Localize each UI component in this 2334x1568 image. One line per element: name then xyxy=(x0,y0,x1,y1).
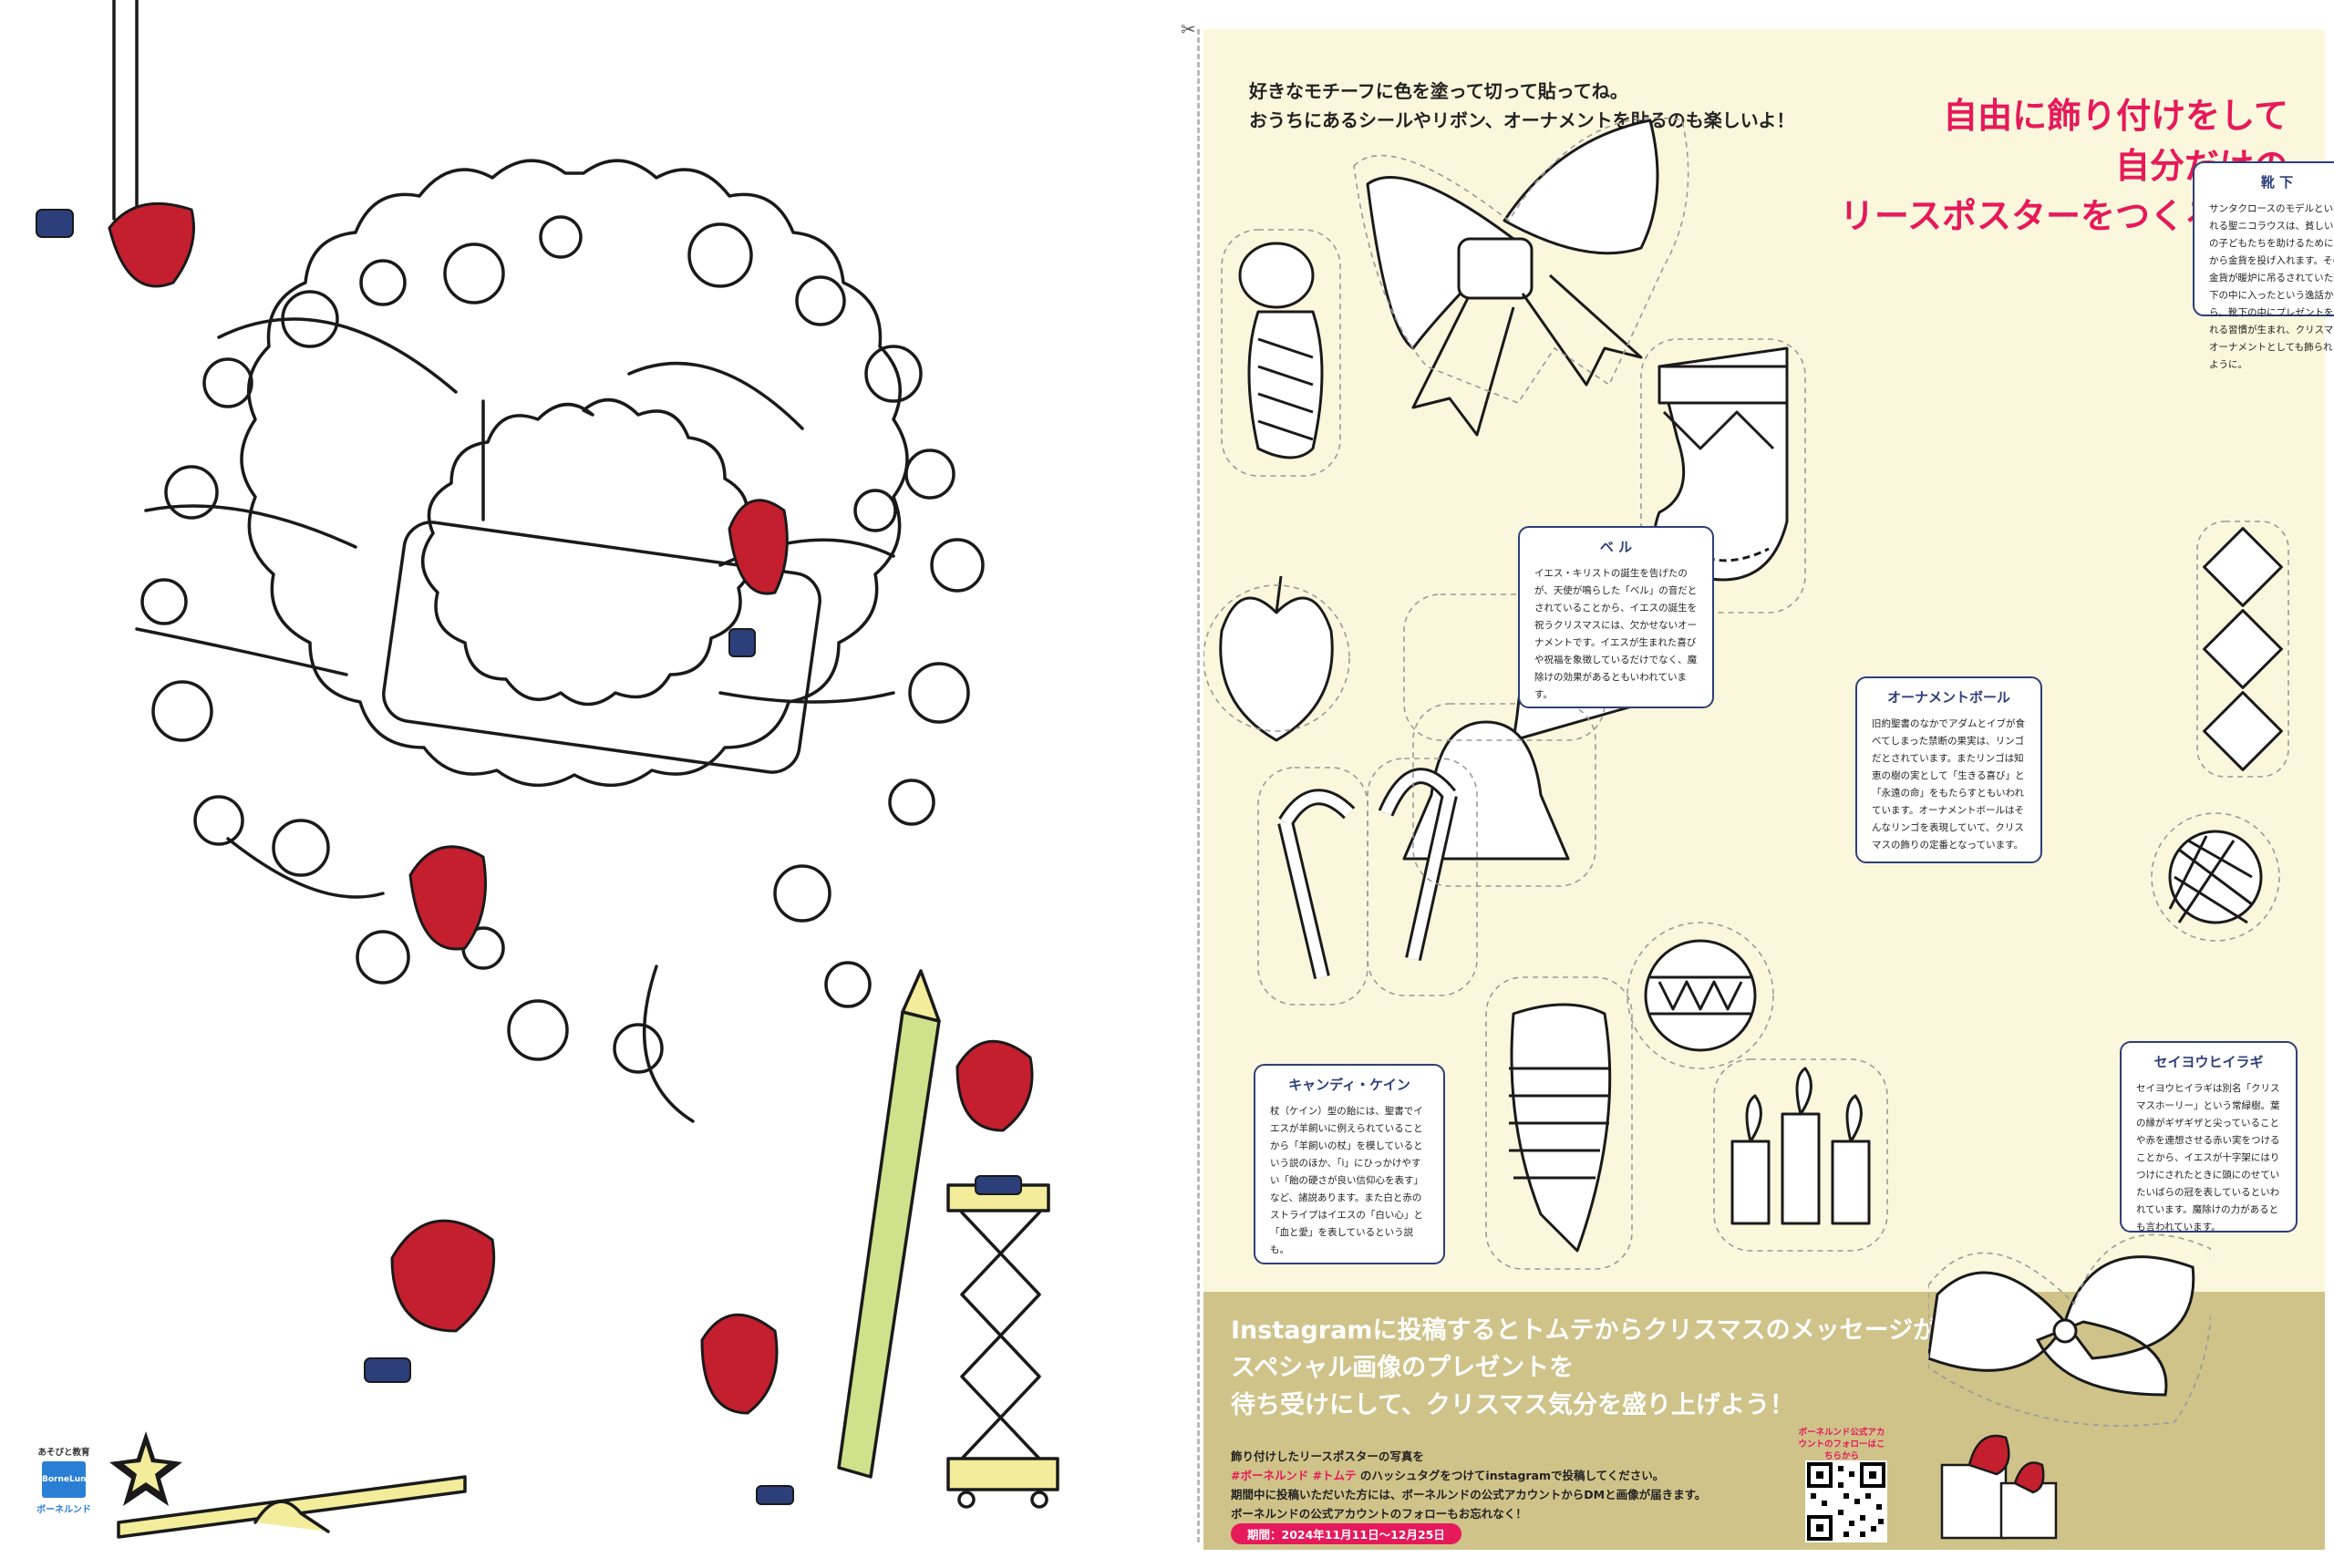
tomte-gift-illustration xyxy=(1940,1434,2058,1540)
holly-title: セイヨウヒイラギ xyxy=(2153,1054,2264,1070)
banner-line-3: 待ち受けにして、クリスマス気分を盛り上げよう！ xyxy=(1231,1391,1795,1419)
wreath-outer xyxy=(240,159,909,787)
stocking-info-bubble: 靴 下 サンタクロースのモデルといわれる聖ニコラウスは、貧しい家の子どもたちを助… xyxy=(2193,161,2334,370)
scissors-icon: ✂ xyxy=(1181,18,1196,40)
bell-text: イエス・キリストの誕生を告げたのが、天使が鳴らした「ベル」の音だとされていること… xyxy=(1534,568,1698,700)
stocking-text: サンタクロースのモデルといわれる聖ニコラウスは、貧しい家の子どもたちを助けるため… xyxy=(2209,203,2334,370)
candy-cane-title: キャンディ・ケイン xyxy=(1288,1077,1410,1093)
holly-info-bubble: セイヨウヒイラギ セイヨウヒイラギは別名「クリスマスホーリー」という常緑樹。葉の… xyxy=(2120,1041,2298,1233)
banner-body: 飾り付けしたリースポスターの写真を #ボーネルンド #トムテ のハッシュタグをつ… xyxy=(1231,1447,1706,1523)
banner-body-1: 飾り付けしたリースポスターの写真を xyxy=(1231,1449,1424,1463)
stocking-title: 靴 下 xyxy=(2260,174,2294,191)
candy-cane-icon xyxy=(1277,768,1458,980)
banner-body-4: ボーネルンドの公式アカウントのフォローもお忘れなく！ xyxy=(1231,1507,1527,1521)
fish-icon xyxy=(1509,1003,1612,1253)
qr-note: ボーネルンド公式アカウントのフォローはこちらから xyxy=(1798,1428,1885,1461)
hashtags: #ボーネルンド #トムテ xyxy=(1231,1469,1357,1482)
qr-code-icon[interactable] xyxy=(1805,1460,1887,1542)
stocking-icon xyxy=(1653,346,1789,582)
cutout-area: 好きなモチーフに色を塗って切って貼ってね。 おうちにあるシールやリボン、オーナメ… xyxy=(1203,29,2334,1292)
wreath-illustration xyxy=(36,0,1059,1539)
chain-links-icon xyxy=(2203,527,2283,771)
campaign-period-badge: 期間：2024年11月11日〜12月25日 xyxy=(1231,1523,1461,1544)
cutout-motifs xyxy=(1203,117,2289,1270)
intro-line-1: 好きなモチーフに色を塗って切って貼ってね。 xyxy=(1249,80,1628,102)
cutout-page: 好きなモチーフに色を塗って切って貼ってね。 おうちにあるシールやリボン、オーナメ… xyxy=(1181,0,2334,1564)
logo-name: ボーネルンド xyxy=(36,1505,91,1515)
banner-heading: Instagramに投稿するとトムテからクリスマスのメッセージが！ スペシャル画… xyxy=(1231,1312,1962,1424)
holly-text: セイヨウヒイラギは別名「クリスマスホーリー」という常緑樹。葉の縁がギザギザと尖っ… xyxy=(2136,1083,2280,1233)
bow-icon xyxy=(1366,119,1659,437)
banner-body-2-rest: のハッシュタグをつけてinstagramで投稿してください。 xyxy=(1356,1469,1665,1482)
candles-icon xyxy=(1730,1067,1871,1225)
wreath-coloring-page: あそびと教育 BorneLund ボーネルンド xyxy=(0,0,1167,1564)
banner-body-3: 期間中に投稿いただいた方には、ボーネルンドの公式アカウントからDMと画像が届きま… xyxy=(1231,1488,1707,1501)
ornament-ball-icon xyxy=(1644,830,2263,1052)
candy-cane-text: 杖（ケイン）型の飴には、聖書でイエスが羊飼いに例えられていることから「羊飼いの杖… xyxy=(1270,1106,1423,1255)
bell-info-bubble: ベ ル イエス・キリストの誕生を告げたのが、天使が鳴らした「ベル」の音だとされて… xyxy=(1518,526,1714,708)
apple-icon xyxy=(1219,575,1334,742)
intro-text: 好きなモチーフに色を塗って切って貼ってね。 おうちにあるシールやリボン、オーナメ… xyxy=(1249,77,1794,135)
logo-mark: BorneLund xyxy=(42,1461,92,1498)
ornament-title: オーナメントボール xyxy=(1886,689,2010,706)
headline-line-1: 自由に飾り付けをして xyxy=(1943,96,2288,136)
ornament-text: 旧約聖書のなかでアダムとイブが食べてしまった禁断の果実は、リンゴだとされています… xyxy=(1872,718,2025,851)
logo-tagline: あそびと教育 xyxy=(37,1448,90,1458)
bell-title: ベ ル xyxy=(1599,539,1633,555)
cut-guide-line xyxy=(1197,29,1200,1542)
candy-cane-info-bubble: キャンディ・ケイン 杖（ケイン）型の飴には、聖書でイエスが羊飼いに例えられている… xyxy=(1254,1064,1445,1264)
ornament-info-bubble: オーナメントボール 旧約聖書のなかでアダムとイブが食べてしまった禁断の果実は、リ… xyxy=(1855,676,2042,863)
banner-line-2: スペシャル画像のプレゼントを xyxy=(1231,1354,1575,1382)
bornelund-logo: あそびと教育 BorneLund ボーネルンド xyxy=(27,1445,100,1515)
banner-line-1: Instagramに投稿するとトムテからクリスマスのメッセージが！ xyxy=(1231,1316,1963,1345)
tomte-figures xyxy=(108,201,1034,1415)
sheep-doll-icon xyxy=(1238,242,1324,459)
holly-icon xyxy=(1928,1233,2211,1427)
banner-body-2: #ボーネルンド #トムテ のハッシュタグをつけてinstagramで投稿してくだ… xyxy=(1231,1466,1706,1485)
wreath-inner xyxy=(420,397,756,707)
intro-line-2: おうちにあるシールやリボン、オーナメントを貼るのも楽しいよ！ xyxy=(1249,109,1795,131)
